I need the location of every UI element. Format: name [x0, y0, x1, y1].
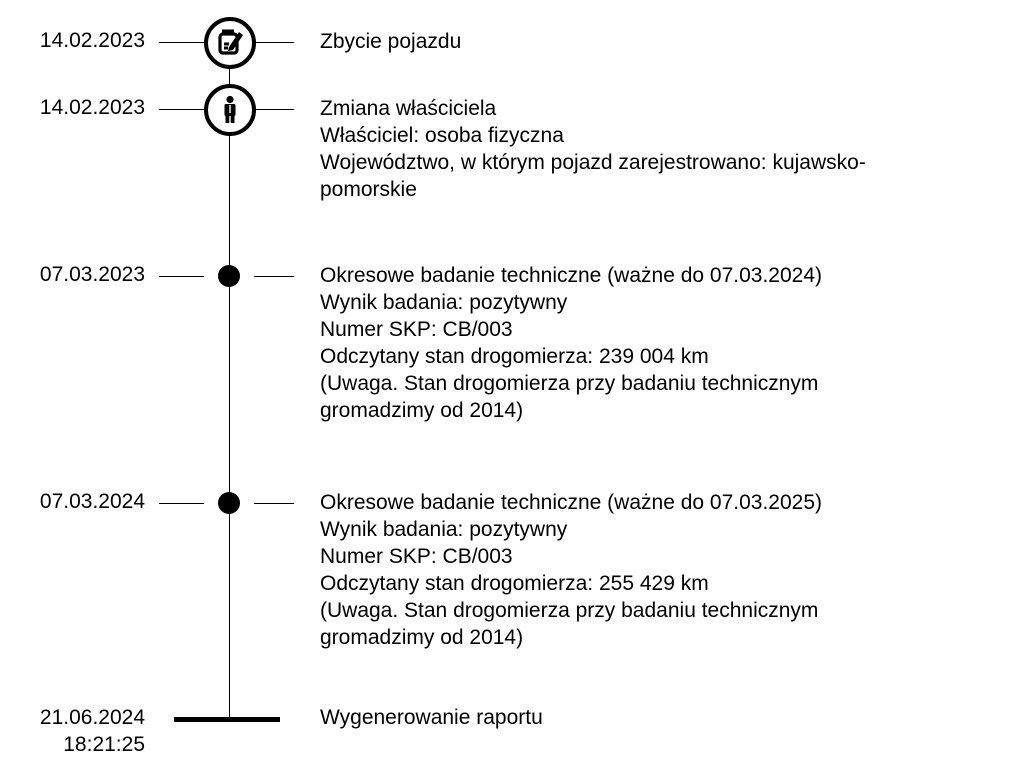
connector-left: [159, 503, 204, 504]
timeline-axis: [229, 42, 230, 718]
event-date: 14.02.2023: [39, 29, 145, 52]
edit-document-icon: [204, 17, 256, 69]
event-line: Okresowe badanie techniczne (ważne do 07…: [320, 491, 822, 514]
event-line: Numer SKP: CB/003: [320, 545, 513, 568]
event-line: Zmiana właściciela: [320, 97, 497, 120]
event-date: 14.02.2023: [39, 96, 145, 119]
event-line: Właściciel: osoba fizyczna: [320, 124, 564, 147]
event-dot: [218, 265, 240, 287]
event-line: Wynik badania: pozytywny: [320, 518, 568, 541]
report-time: 18:21:25: [63, 733, 145, 756]
event-description: Okresowe badanie techniczne (ważne do 07…: [320, 489, 1010, 651]
event-line: Województwo, w którym pojazd zarejestrow…: [320, 151, 866, 174]
event-line: (Uwaga. Stan drogomierza przy badaniu te…: [320, 372, 819, 395]
event-line: Wynik badania: pozytywny: [320, 291, 568, 314]
connector-right: [254, 503, 294, 504]
event-line: Zbycie pojazdu: [320, 30, 462, 53]
connector-right: [254, 109, 294, 110]
event-line: (Uwaga. Stan drogomierza przy badaniu te…: [320, 599, 819, 622]
event-date: 07.03.2024: [39, 490, 145, 513]
timeline-end-bar: [174, 717, 280, 722]
event-line: Okresowe badanie techniczne (ważne do 07…: [320, 264, 822, 287]
person-icon: [204, 84, 256, 136]
connector-right: [254, 276, 294, 277]
connector-left: [159, 276, 204, 277]
report-date: 21.06.2024: [39, 706, 145, 729]
connector-left: [159, 42, 204, 43]
event-line: gromadzimy od 2014): [320, 626, 524, 649]
connector-right: [254, 42, 294, 43]
event-date: 07.03.2023: [39, 263, 145, 286]
event-description: Zbycie pojazdu: [320, 28, 1010, 55]
event-dot: [218, 492, 240, 514]
event-line: Numer SKP: CB/003: [320, 318, 513, 341]
event-line: Odczytany stan drogomierza: 255 429 km: [320, 572, 709, 595]
event-line: gromadzimy od 2014): [320, 399, 524, 422]
event-line: pomorskie: [320, 178, 417, 201]
report-label: Wygenerowanie raportu: [320, 706, 543, 729]
event-description: Zmiana właściciela Właściciel: osoba fiz…: [320, 95, 1010, 203]
event-description: Okresowe badanie techniczne (ważne do 07…: [320, 262, 1010, 424]
event-line: Odczytany stan drogomierza: 239 004 km: [320, 345, 709, 368]
report-datetime: 21.06.2024 18:21:25: [0, 704, 145, 758]
connector-left: [159, 109, 204, 110]
